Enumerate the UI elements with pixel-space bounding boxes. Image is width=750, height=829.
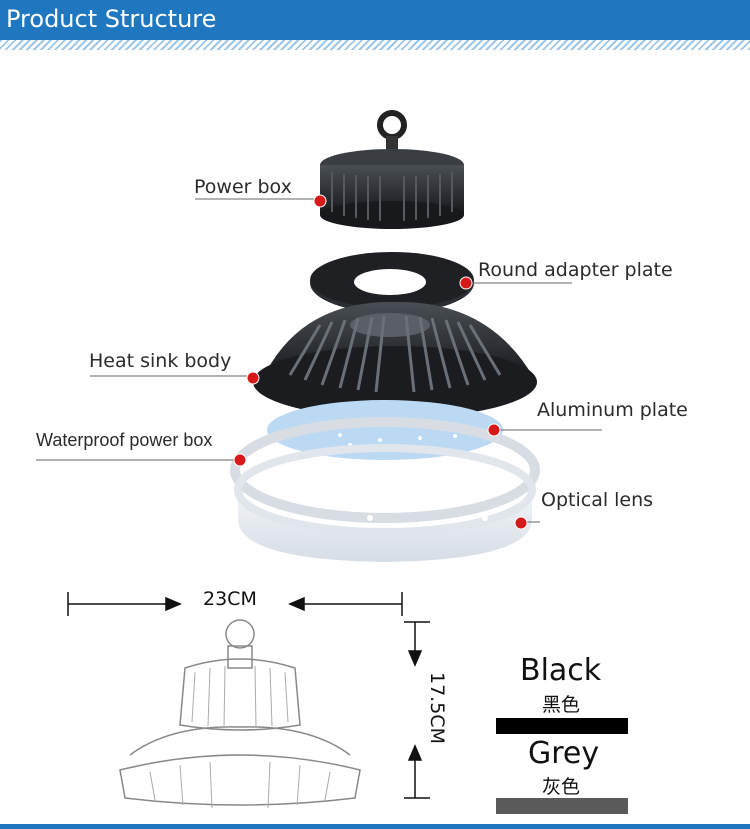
label-waterproof-power-box: Waterproof power box [36, 430, 213, 450]
label-heat-sink-body: Heat sink body [89, 350, 232, 372]
label-aluminum-plate: Aluminum plate [537, 399, 688, 421]
marker-optical-lens [514, 516, 528, 530]
dimension-arrows [67, 592, 430, 799]
marker-waterproof-box [233, 453, 247, 467]
callout-markers [233, 194, 528, 530]
power-box-part [320, 110, 464, 229]
page-title: Product Structure [6, 5, 217, 33]
label-round-adapter-plate: Round adapter plate [478, 259, 673, 281]
adapter-plate-part [310, 252, 474, 313]
color-black-label: Black [520, 653, 602, 688]
color-grey-swatch [496, 798, 628, 814]
color-black-label-cn: 黑色 [542, 694, 581, 716]
color-black-swatch [496, 718, 628, 734]
marker-adapter-plate [459, 276, 473, 290]
height-dimension: 17.5CM [426, 672, 448, 744]
width-dimension: 23CM [203, 588, 257, 610]
optical-lens-part [230, 417, 540, 562]
lamp-outline-sketch [119, 619, 361, 809]
marker-aluminum-plate [487, 423, 501, 437]
header-bar: Product Structure [0, 0, 750, 40]
label-power-box: Power box [194, 176, 292, 198]
color-grey-label-cn: 灰色 [542, 776, 581, 798]
color-grey-label: Grey [528, 736, 600, 771]
leader-lines [36, 198, 602, 523]
footer-line [0, 824, 750, 829]
header-pattern-strip [0, 40, 750, 50]
marker-power-box [313, 194, 327, 208]
label-optical-lens: Optical lens [541, 489, 654, 511]
marker-heat-sink [246, 371, 260, 385]
heat-sink-part [253, 301, 537, 418]
